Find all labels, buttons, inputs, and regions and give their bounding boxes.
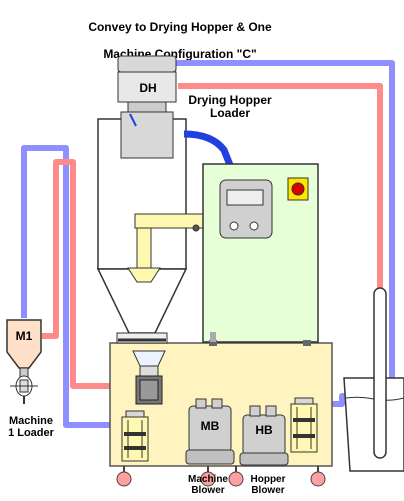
- cabinet-wheels: [116, 466, 326, 487]
- dryer-cabinet: [109, 342, 333, 487]
- controller-display: [226, 189, 264, 206]
- hopper-throat: [116, 332, 168, 344]
- title-line-1: Convey to Drying Hopper & One: [88, 20, 272, 35]
- mb-label: MB: [200, 419, 220, 433]
- return-line-dh: [178, 83, 383, 288]
- hot-air-hose: [183, 130, 234, 167]
- hopper-blower: [239, 405, 289, 466]
- pickup-wand: [373, 287, 387, 459]
- machine-1-loader: [6, 319, 42, 404]
- controller-box: [219, 179, 273, 239]
- drying-hopper-loader-label: Drying Hopper Loader: [188, 93, 272, 121]
- hopper-receiver: [132, 350, 166, 405]
- material-container: [343, 287, 404, 472]
- m1-label: M1: [15, 329, 33, 343]
- filter-canister-right: [290, 397, 318, 453]
- return-lines: [42, 83, 383, 389]
- hb-label: HB: [255, 423, 273, 437]
- filter-canister-left: [121, 410, 149, 462]
- hopper-blower-label: Hopper Blower: [250, 474, 286, 496]
- return-line-m1: [42, 159, 134, 389]
- vacuum-line-m1-loader: [21, 145, 126, 428]
- dryer-control-panel: [192, 163, 319, 346]
- dh-loader: [117, 55, 177, 159]
- machine-blower: [185, 398, 235, 465]
- machine-blower-label: Machine Blower: [187, 474, 228, 496]
- machine-1-loader-label: Machine 1 Loader: [8, 415, 54, 440]
- dh-label: DH: [139, 81, 157, 95]
- drying-hopper: [96, 55, 234, 344]
